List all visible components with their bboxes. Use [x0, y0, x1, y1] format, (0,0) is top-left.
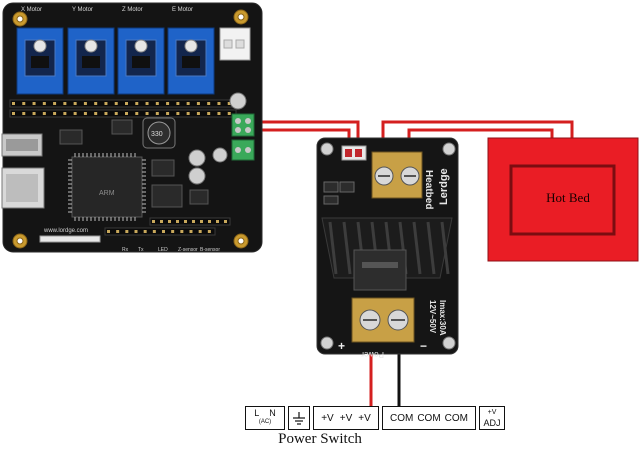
chip-pins	[68, 153, 146, 221]
heatbed-wire-1	[381, 120, 574, 154]
axis-label: Z Motor	[122, 7, 143, 13]
ribbon-connector	[39, 235, 101, 243]
axis-label: X Motor	[21, 7, 42, 13]
capacitors	[188, 92, 247, 185]
green-terminals	[231, 113, 255, 161]
terminal-adj: +V ADJ	[479, 406, 505, 430]
small-components	[59, 119, 209, 208]
board-url: www.lordge.com	[43, 228, 88, 234]
power-switch-label: Power Switch	[278, 431, 362, 447]
terminal-l: L	[254, 408, 260, 418]
ground-terminal	[288, 406, 310, 430]
connector-label: Z-sensor	[178, 247, 198, 253]
connector-label: Tx	[138, 247, 144, 253]
chip-brand: ARM	[99, 190, 115, 197]
terminal-plus-v-group: +V +V +V	[313, 406, 379, 430]
mosfet-power-label: Power	[361, 350, 384, 359]
terminal-com: COM	[389, 412, 414, 424]
connector-label: B-sensor	[200, 247, 220, 253]
ground-icon	[293, 412, 305, 425]
terminal-n: N	[269, 408, 276, 418]
heatsink	[321, 217, 453, 291]
terminal-plus-v: +V	[339, 412, 353, 424]
stepper-drivers: X Motor Y Motor Z Motor E Motor	[16, 7, 215, 95]
terminal-com-group: COM COM COM	[382, 406, 476, 430]
terminal-ac-label: (AC)	[258, 419, 272, 425]
inductor-code: 330	[151, 131, 163, 138]
mosfet-title: Heatbed	[423, 170, 434, 209]
axis-label: Y Motor	[72, 7, 93, 13]
mosfet-module: Heatbed Lerdge 12V~50V Imax:30A Power + …	[316, 137, 459, 359]
controller-board: X Motor Y Motor Z Motor E Motor ARM 330	[1, 2, 263, 253]
svg-text:+: +	[338, 339, 345, 353]
mosfet-brand: Lerdge	[438, 168, 450, 205]
header-pins	[9, 99, 237, 236]
power-switch-terminals: L N (AC) +V +V +V COM COM COM +V ADJ	[245, 406, 505, 430]
terminal-adj-top: +V	[487, 409, 497, 416]
terminal-plus-v: +V	[358, 412, 371, 424]
mounting-holes	[12, 9, 249, 249]
connector-label: LED	[158, 247, 168, 253]
terminal-com: COM	[417, 412, 441, 424]
terminal-plus-v: +V	[321, 412, 334, 424]
mosfet-holes	[320, 142, 456, 350]
svg-text:−: −	[420, 339, 427, 353]
terminal-ac: L N (AC)	[245, 406, 285, 430]
hot-bed	[487, 137, 639, 262]
connector-label: Rx	[122, 247, 129, 253]
main-chip	[71, 156, 143, 218]
terminal-com: COM	[444, 412, 469, 424]
hot-bed-label: Hot Bed	[546, 190, 590, 205]
mosfet-voltage: 12V~50V	[428, 300, 437, 334]
axis-label: E Motor	[172, 7, 193, 13]
mosfet-current: Imax:30A	[438, 300, 447, 336]
terminal-adj-bottom: ADJ	[483, 418, 501, 428]
mosfet-components	[323, 181, 355, 205]
